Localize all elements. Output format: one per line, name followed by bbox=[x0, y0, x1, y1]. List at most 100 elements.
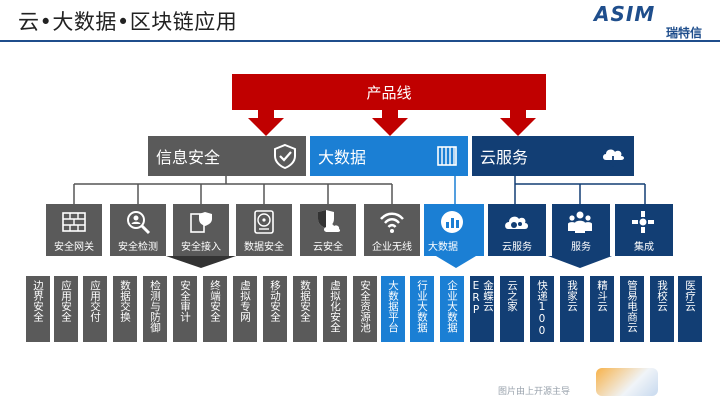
subcategory-label: 大数据 bbox=[428, 242, 458, 253]
hard-disk-icon bbox=[254, 210, 274, 234]
subcategory-secure-access: 安全接入 bbox=[173, 204, 229, 256]
leaf-item: 虚拟化安全 bbox=[323, 276, 347, 342]
leaf-item: 边界安全 bbox=[26, 276, 50, 342]
category-label: 云服务 bbox=[480, 148, 529, 167]
leaf-item: 安全审计 bbox=[173, 276, 197, 342]
pointer-down-icon bbox=[548, 256, 612, 268]
leaf-item: 企业大数据 bbox=[440, 276, 464, 342]
cloud-shield-icon bbox=[318, 210, 341, 232]
leaf-label: 我校云 bbox=[656, 280, 668, 312]
leaf-item: 管易电商云 bbox=[620, 276, 644, 342]
leaf-item: 数据交换 bbox=[113, 276, 137, 342]
leaf-label: 行业大数据 bbox=[416, 280, 428, 333]
subcategory-label: 安全网关 bbox=[54, 242, 94, 253]
leaf-item: 云之家 bbox=[500, 276, 524, 342]
leaf-item: 终端安全 bbox=[203, 276, 227, 342]
leaf-label: 我家云 bbox=[566, 280, 578, 312]
leaf-item: 金蝶云ERP bbox=[470, 276, 494, 342]
leaf-label: 终端安全 bbox=[209, 280, 221, 322]
subcategory-enterprise-wireless: 企业无线 bbox=[364, 204, 420, 256]
server-icon bbox=[437, 146, 457, 166]
leaf-item: 我校云 bbox=[650, 276, 674, 342]
shield-check-icon bbox=[274, 143, 296, 169]
data-chart-icon bbox=[441, 211, 463, 233]
leaf-label: 应用交付 bbox=[89, 280, 101, 322]
title-divider bbox=[0, 40, 720, 42]
leaf-item: 虚拟专网 bbox=[233, 276, 257, 342]
product-line-arrows bbox=[248, 108, 536, 136]
category-label: 信息安全 bbox=[156, 148, 221, 167]
category-big-data: 大数据 bbox=[310, 136, 468, 176]
category-information-security: 信息安全 bbox=[148, 136, 306, 176]
subcategory-label: 数据安全 bbox=[244, 242, 284, 253]
subcategory-label: 安全检测 bbox=[118, 242, 158, 253]
subcategory-label: 云服务 bbox=[502, 242, 532, 253]
subcategory-integration: 集成 bbox=[615, 204, 673, 256]
arrow-down-icon bbox=[372, 108, 408, 136]
leaf-label: 边界安全 bbox=[32, 280, 44, 322]
subcategory-label: 安全接入 bbox=[181, 242, 221, 253]
leaf-label: 虚拟化安全 bbox=[329, 280, 341, 333]
leaf-label: 云之家 bbox=[506, 280, 518, 312]
footer-watermark-logo bbox=[596, 368, 658, 396]
leaf-label: 快递100 bbox=[536, 280, 548, 337]
subcategory-label: 集成 bbox=[634, 242, 654, 253]
leaf-label: 应用安全 bbox=[60, 280, 72, 322]
pointer-down-icon bbox=[166, 256, 236, 268]
wifi-icon bbox=[380, 212, 404, 233]
leaf-item: 医疗云 bbox=[678, 276, 702, 342]
pointer-down-icon bbox=[436, 256, 476, 268]
leaf-label: 检测与防御 bbox=[149, 280, 161, 333]
leaf-item: 大数据平台 bbox=[381, 276, 405, 342]
leaf-item: 我家云 bbox=[560, 276, 584, 342]
leaf-item: 行业大数据 bbox=[410, 276, 434, 342]
leaf-label: 数据交换 bbox=[119, 280, 131, 322]
footer-note: 图片由上开源主导 bbox=[498, 387, 571, 397]
subcategory-label: 企业无线 bbox=[372, 242, 412, 253]
leaf-item: 快递100 bbox=[530, 276, 554, 342]
leaf-label: 虚拟专网 bbox=[239, 280, 251, 322]
subcategory-security-gateway: 安全网关 bbox=[46, 204, 102, 256]
cloud-gears-icon bbox=[505, 216, 528, 229]
subcategory-security-detection: 安全检测 bbox=[110, 204, 166, 256]
group-pointers bbox=[166, 256, 612, 268]
leaf-item: 数据安全 bbox=[293, 276, 317, 342]
leaf-label: 大数据平台 bbox=[387, 280, 399, 333]
integration-icon bbox=[632, 211, 654, 233]
firewall-icon bbox=[62, 212, 86, 232]
subcategory-service: 服务 bbox=[552, 204, 610, 256]
magnifier-icon bbox=[127, 211, 151, 235]
category-label: 大数据 bbox=[318, 148, 367, 167]
subcategory-label: 服务 bbox=[571, 242, 591, 253]
leaf-label: 数据安全 bbox=[299, 280, 311, 322]
logo-subtitle: 瑞特信 bbox=[665, 26, 702, 40]
cloud-download-icon bbox=[603, 149, 624, 168]
subcategory-data-security: 数据安全 bbox=[236, 204, 292, 256]
leaf-item: 应用安全 bbox=[54, 276, 78, 342]
logo-mark: ASIM bbox=[594, 2, 656, 26]
page-title: 云•大数据•区块链应用 bbox=[18, 10, 238, 34]
company-logo: ASIM 瑞特信 bbox=[590, 2, 706, 40]
product-line-label: 产品线 bbox=[366, 83, 412, 102]
secure-access-icon bbox=[190, 212, 212, 233]
leaf-item: 移动安全 bbox=[263, 276, 287, 342]
leaf-label: 安全资源池 bbox=[359, 280, 371, 333]
arrow-down-icon bbox=[500, 108, 536, 136]
category-cloud-service: 云服务 bbox=[472, 136, 634, 176]
leaf-label: 医疗云 bbox=[684, 280, 696, 312]
leaf-item: 应用交付 bbox=[83, 276, 107, 342]
subcategory-cloud-service: 云服务 bbox=[488, 204, 546, 256]
subcategory-big-data: 大数据 bbox=[424, 204, 484, 256]
leaf-label: 移动安全 bbox=[269, 280, 281, 322]
leaf-item: 检测与防御 bbox=[143, 276, 167, 342]
subcategory-label: 云安全 bbox=[313, 242, 343, 253]
product-line-bar: 产品线 bbox=[232, 74, 546, 110]
leaf-label: 企业大数据 bbox=[446, 280, 458, 333]
people-icon bbox=[568, 211, 592, 233]
leaf-label: 精斗云 bbox=[596, 280, 608, 312]
connector-lines bbox=[73, 176, 646, 204]
leaf-item: 安全资源池 bbox=[353, 276, 377, 342]
arrow-down-icon bbox=[248, 108, 284, 136]
subcategory-cloud-security: 云安全 bbox=[300, 204, 356, 256]
leaf-label: 安全审计 bbox=[179, 280, 191, 322]
